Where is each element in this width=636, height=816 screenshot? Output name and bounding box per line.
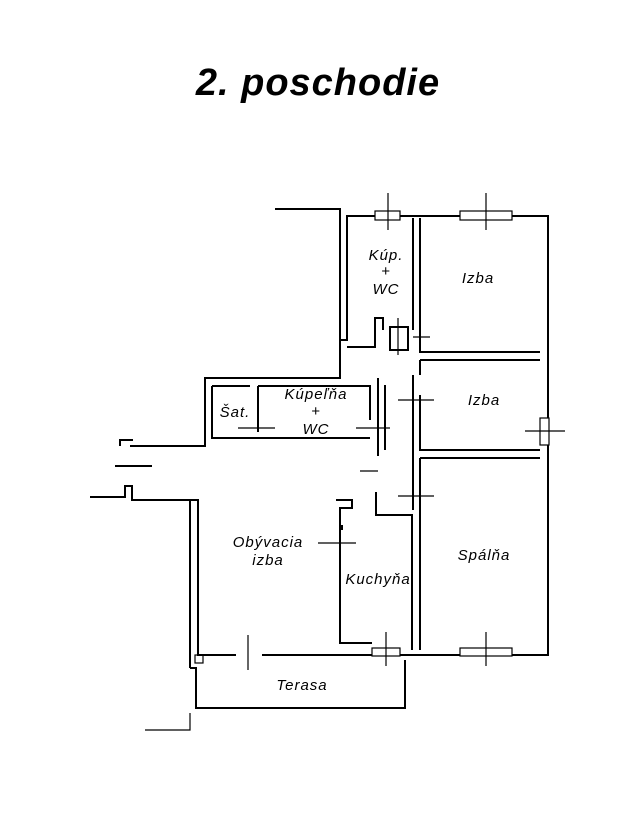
interior-walls [211,218,540,670]
room-labels: Kúp. + WC Izba Izba Kúpeľňa + WC Šat. Ob… [220,247,511,694]
room-label-kupelna-line1: Kúpeľňa [285,386,348,403]
room-label-obyvacia-line2: izba [252,552,284,569]
room-label-izba-middle: Izba [468,392,500,409]
room-label-terasa: Terasa [276,677,327,694]
room-label-kup-line3: WC [373,281,400,298]
room-label-sat: Šat. [220,404,251,421]
room-label-kup-line2: + [381,263,391,280]
windows [194,193,565,666]
room-label-izba-top: Izba [462,270,494,287]
room-label-kupelna-line3: WC [303,421,330,438]
room-label-obyvacia-line1: Obývacia [233,534,304,551]
outer-walls [90,208,549,731]
page-title: 2. poschodie [195,62,441,104]
room-label-spalna: Spálňa [458,547,511,564]
room-label-kupelna-line2: + [311,403,321,420]
room-label-kup-line1: Kúp. [369,247,404,264]
room-label-kuchyna: Kuchyňa [345,571,410,588]
